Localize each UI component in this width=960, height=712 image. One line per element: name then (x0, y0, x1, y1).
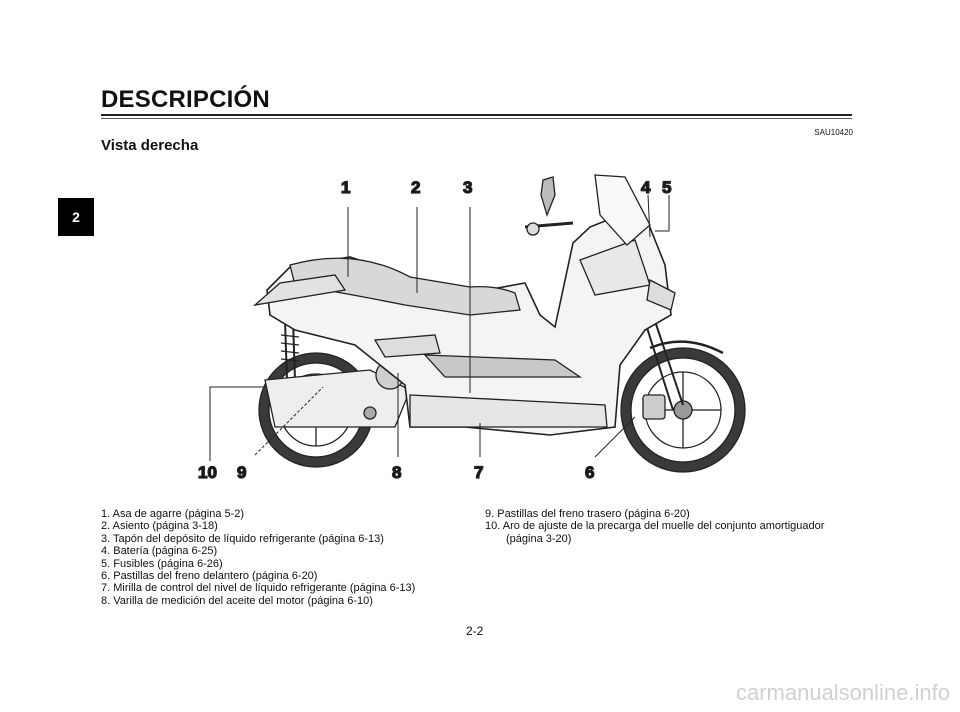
reference-code: SAU10420 (814, 128, 853, 137)
section-title: DESCRIPCIÓN (101, 86, 270, 113)
watermark: carmanualsonline.info (735, 680, 950, 705)
grab-rail (252, 274, 347, 307)
captions-left: 1. Asa de agarre (página 5-2) 2. Asiento… (101, 508, 471, 607)
front-wheel (620, 347, 746, 473)
callout-1: 1 (341, 178, 350, 197)
caption-item: 6. Pastillas del freno delantero (página… (101, 570, 318, 583)
front-fork (642, 314, 684, 411)
title-rule-thin (101, 118, 852, 119)
caption-item: 3. Tapón del depósito de líquido refrige… (101, 532, 384, 545)
caption-item: 5. Fusibles (página 6-26) (101, 557, 223, 570)
scooter-illustration: 1 2 3 4 5 6 7 8 9 10 (195, 165, 770, 485)
callout-10: 10 (198, 463, 217, 482)
callout-3: 3 (463, 178, 472, 197)
callout-9: 9 (237, 463, 246, 482)
caption-item: 9. Pastillas del freno trasero (página 6… (485, 508, 690, 520)
mirror (540, 176, 556, 217)
callout-7: 7 (474, 463, 483, 482)
caption-item: 4. Batería (página 6-25) (101, 545, 218, 558)
callout-8: 8 (392, 463, 401, 482)
leader-lines (209, 194, 670, 461)
title-rule (101, 114, 852, 116)
subtitle: Vista derecha (101, 137, 199, 154)
callout-6: 6 (585, 463, 594, 482)
callout-2: 2 (411, 178, 420, 197)
rear-shock (284, 319, 296, 381)
caption-item: 2. Asiento (página 3-18) (101, 520, 218, 533)
callout-5: 5 (662, 178, 671, 197)
front-fender (649, 340, 724, 355)
caption-item: 8. Varilla de medición del aceite del mo… (101, 594, 373, 607)
caption-item: 10. Aro de ajuste de la precarga del mue… (485, 520, 825, 545)
chapter-tab: 2 (58, 198, 94, 236)
caption-item: 1. Asa de agarre (página 5-2) (101, 508, 245, 520)
windscreen (594, 174, 651, 246)
callout-4: 4 (641, 178, 651, 197)
page-number: 2-2 (466, 624, 484, 638)
captions-right: 9. Pastillas del freno trasero (página 6… (485, 508, 855, 545)
caption-item: 7. Mirilla de control del nivel de líqui… (101, 582, 416, 595)
